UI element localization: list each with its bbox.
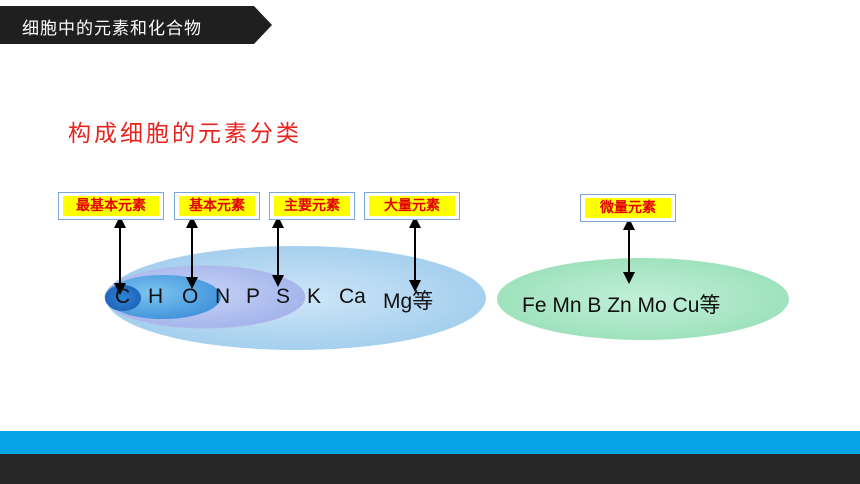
element-o: O [182, 285, 199, 308]
title-banner: 细胞中的元素和化合物 [0, 6, 272, 44]
element-n: N [215, 285, 231, 308]
micro-elements-ellipse [497, 258, 789, 340]
element-h: H [148, 285, 164, 308]
element-k: K [307, 285, 322, 308]
tag-main-elements: 主要元素 [269, 192, 355, 220]
tag-most-basic-elements: 最基本元素 [58, 192, 164, 220]
tag-main-label: 主要元素 [274, 196, 350, 216]
element-mg-etc: Mg等 [383, 290, 434, 313]
tag-macro-elements: 大量元素 [364, 192, 460, 220]
tag-most-basic-label: 最基本元素 [63, 196, 159, 216]
element-ca: Ca [339, 285, 366, 308]
footer-band-dark [0, 454, 860, 484]
footer-band-blue [0, 431, 860, 454]
element-p: P [246, 285, 261, 308]
element-s: S [276, 285, 291, 308]
tag-micro-elements: 微量元素 [580, 194, 676, 222]
page-title: 细胞中的元素和化合物 [22, 19, 202, 39]
section-subtitle: 构成细胞的元素分类 [68, 121, 302, 147]
tag-basic-label: 基本元素 [179, 196, 255, 216]
element-c: C [115, 285, 131, 308]
micro-element-list: Fe Mn B Zn Mo Cu等 [522, 294, 721, 317]
tag-basic-elements: 基本元素 [174, 192, 260, 220]
tag-micro-label: 微量元素 [585, 198, 671, 218]
tag-macro-label: 大量元素 [369, 196, 455, 216]
